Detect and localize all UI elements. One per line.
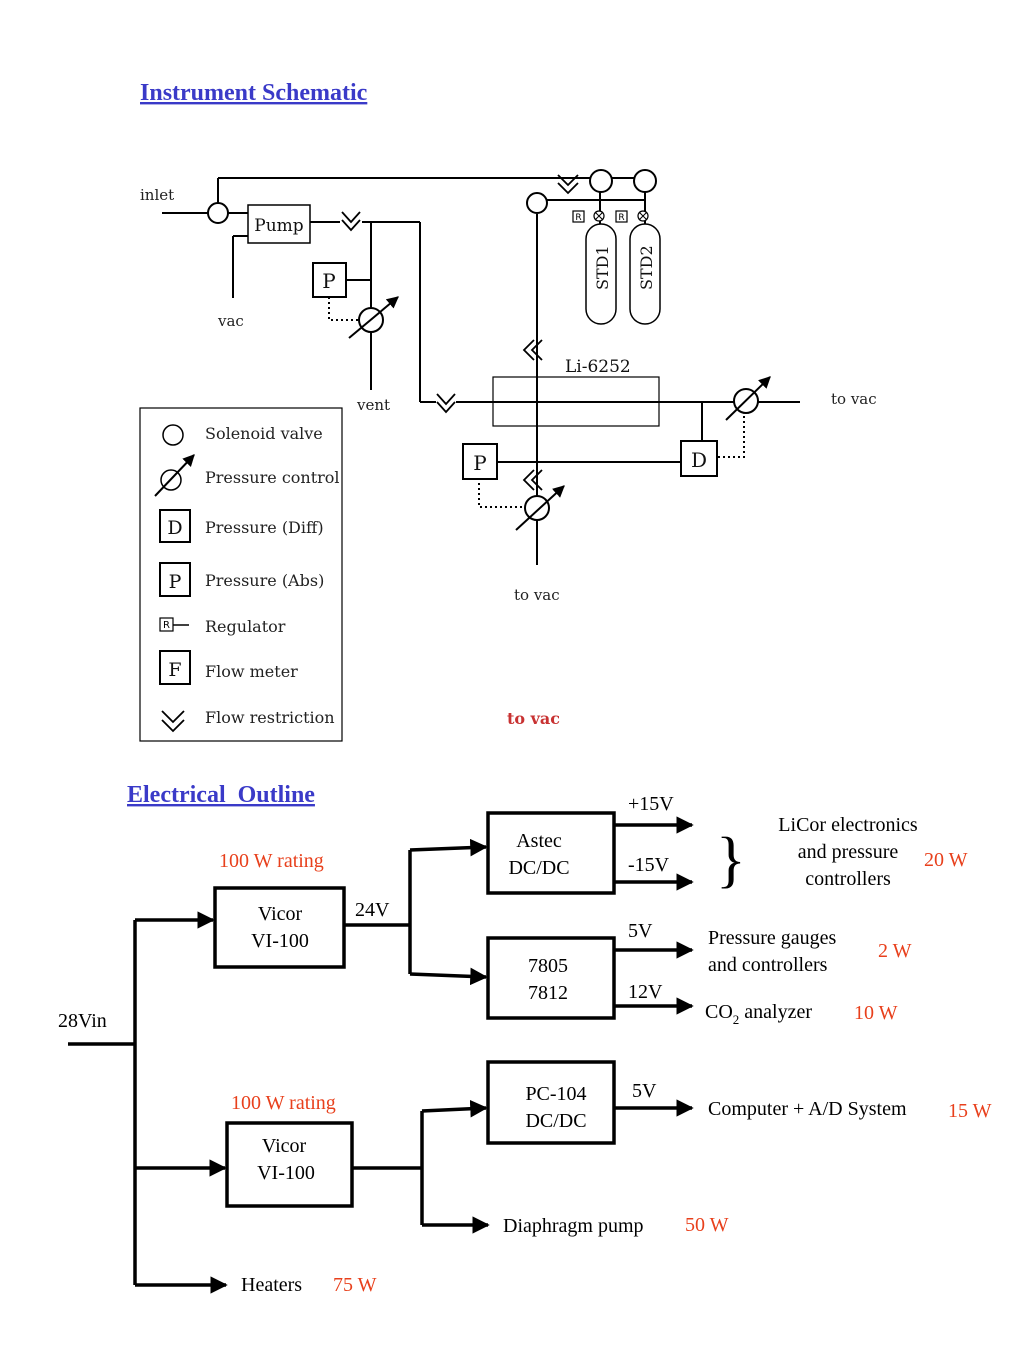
pump-label: Pump — [254, 216, 304, 236]
licor-power: 20 W — [924, 849, 968, 871]
gauges-power: 2 W — [878, 940, 912, 962]
legend-d-glyph: D — [167, 517, 182, 539]
analyzer-label: Li-6252 — [565, 357, 631, 377]
astec-line2: DC/DC — [508, 857, 569, 879]
pressure-diff-gauge — [680, 440, 718, 477]
co2-power: 10 W — [854, 1002, 898, 1024]
computer-label: Computer + A/D System — [708, 1098, 907, 1120]
vicor1-line2: VI-100 — [251, 930, 309, 952]
regulator-7805-7812-box — [486, 936, 616, 1020]
gauges-line2: and controllers — [708, 954, 828, 976]
pc104-line1: PC-104 — [525, 1083, 586, 1105]
gauges-line1: Pressure gauges — [708, 927, 837, 949]
vicor2-line1: Vicor — [262, 1135, 307, 1157]
std2-cylinder — [629, 223, 661, 325]
voltage-24v-label: 24V — [355, 899, 390, 921]
flow-restriction-icon — [522, 339, 543, 361]
licor-line3: controllers — [805, 868, 891, 890]
pressure-diff-label: D — [691, 448, 707, 472]
svg-text:R: R — [618, 213, 624, 223]
pressure-abs-label: P — [322, 269, 335, 293]
legend-item-pressure-diff: Pressure (Diff) — [205, 518, 324, 537]
input-voltage-label: 28Vin — [58, 1010, 107, 1032]
pressure-abs-legend-icon — [159, 562, 191, 597]
co2-analyzer-label: CO2 analyzer — [705, 1001, 812, 1027]
svg-text:R: R — [163, 620, 170, 631]
vicor1-line1: Vicor — [258, 903, 303, 925]
rating-label-2: 100 W rating — [231, 1092, 336, 1114]
std2-label: STD2 — [637, 245, 656, 290]
legend-item-pressure-abs: Pressure (Abs) — [205, 571, 324, 590]
flow-restriction-icon — [522, 469, 543, 491]
pc104-dcdc-box — [486, 1060, 616, 1145]
electrical-wires — [68, 816, 694, 1294]
vent-label: vent — [356, 396, 390, 414]
astec-line1: Astec — [516, 830, 562, 852]
vac-label: vac — [217, 312, 244, 330]
analyzer-box — [492, 376, 660, 427]
to-vac-right-label: to vac — [831, 390, 877, 408]
computer-power: 15 W — [948, 1100, 992, 1122]
pressure-abs-label: P — [473, 451, 486, 475]
flow-restriction-icon — [436, 393, 456, 414]
pressure-control-icon — [515, 485, 565, 531]
licor-line1: LiCor electronics — [778, 814, 918, 836]
regulator-icon: R — [159, 617, 189, 632]
pressure-control-icon — [154, 454, 195, 497]
legend-item-pressure-control: Pressure control — [205, 468, 340, 487]
svg-text:R: R — [575, 213, 581, 223]
regulator-icon: R — [572, 210, 605, 223]
licor-line2: and pressure — [798, 841, 899, 863]
pc104-line2: DC/DC — [525, 1110, 586, 1132]
schematic-title: Instrument Schematic — [140, 80, 368, 106]
legend-item-flow-meter: Flow meter — [205, 662, 298, 681]
legend-item-regulator: Regulator — [205, 617, 286, 636]
vicor-converter-1 — [213, 886, 346, 969]
solenoid-valve-icon — [207, 202, 229, 224]
voltage-minus15-label: -15V — [628, 854, 670, 876]
voltage-5v-pc104-label: 5V — [632, 1080, 657, 1102]
pressure-abs-gauge — [462, 443, 498, 480]
pressure-control-icon — [725, 376, 771, 421]
electrical-title: Electrical Outline — [127, 782, 315, 808]
voltage-12v-label: 12V — [628, 981, 663, 1003]
solenoid-valve-icon — [633, 169, 657, 193]
heaters-label: Heaters — [241, 1274, 302, 1296]
legend-p-glyph: P — [169, 571, 182, 593]
std1-cylinder — [585, 223, 617, 325]
rating-label-1: 100 W rating — [219, 850, 324, 872]
flow-restriction-icon — [341, 211, 361, 232]
astec-dcdc-box — [486, 811, 616, 895]
solenoid-valve-icon — [162, 424, 184, 446]
legend-item-flow-restriction: Flow restriction — [205, 708, 335, 727]
reg-line1: 7805 — [528, 955, 568, 977]
legend-item-solenoid: Solenoid valve — [205, 424, 323, 443]
diaphragm-power: 50 W — [685, 1214, 729, 1236]
pressure-control-icon — [348, 296, 399, 339]
to-vac-bottom-label: to vac — [514, 586, 560, 604]
diaphragm-pump-label: Diaphragm pump — [503, 1215, 644, 1237]
vicor-converter-2 — [225, 1121, 354, 1208]
legend-f-glyph: F — [168, 659, 181, 681]
flow-meter-legend-icon — [159, 650, 191, 685]
voltage-5v-label: 5V — [628, 920, 653, 942]
heaters-power: 75 W — [333, 1274, 377, 1296]
vicor2-line2: VI-100 — [257, 1162, 315, 1184]
std1-label: STD1 — [593, 245, 612, 290]
reg-line2: 7812 — [528, 982, 568, 1004]
pressure-diff-legend-icon — [159, 509, 191, 543]
solenoid-valve-icon — [589, 169, 613, 193]
voltage-plus15-label: +15V — [628, 793, 674, 815]
flow-restriction-icon — [557, 174, 579, 195]
flow-restriction-icon — [161, 710, 185, 733]
inlet-label: inlet — [140, 186, 174, 204]
brace-glyph: } — [716, 826, 746, 894]
regulator-icon: R — [615, 210, 649, 223]
solenoid-valve-icon — [526, 192, 548, 214]
to-vac-red-label: to vac — [507, 709, 560, 728]
pump-box — [247, 204, 311, 244]
pressure-abs-gauge — [312, 262, 347, 298]
